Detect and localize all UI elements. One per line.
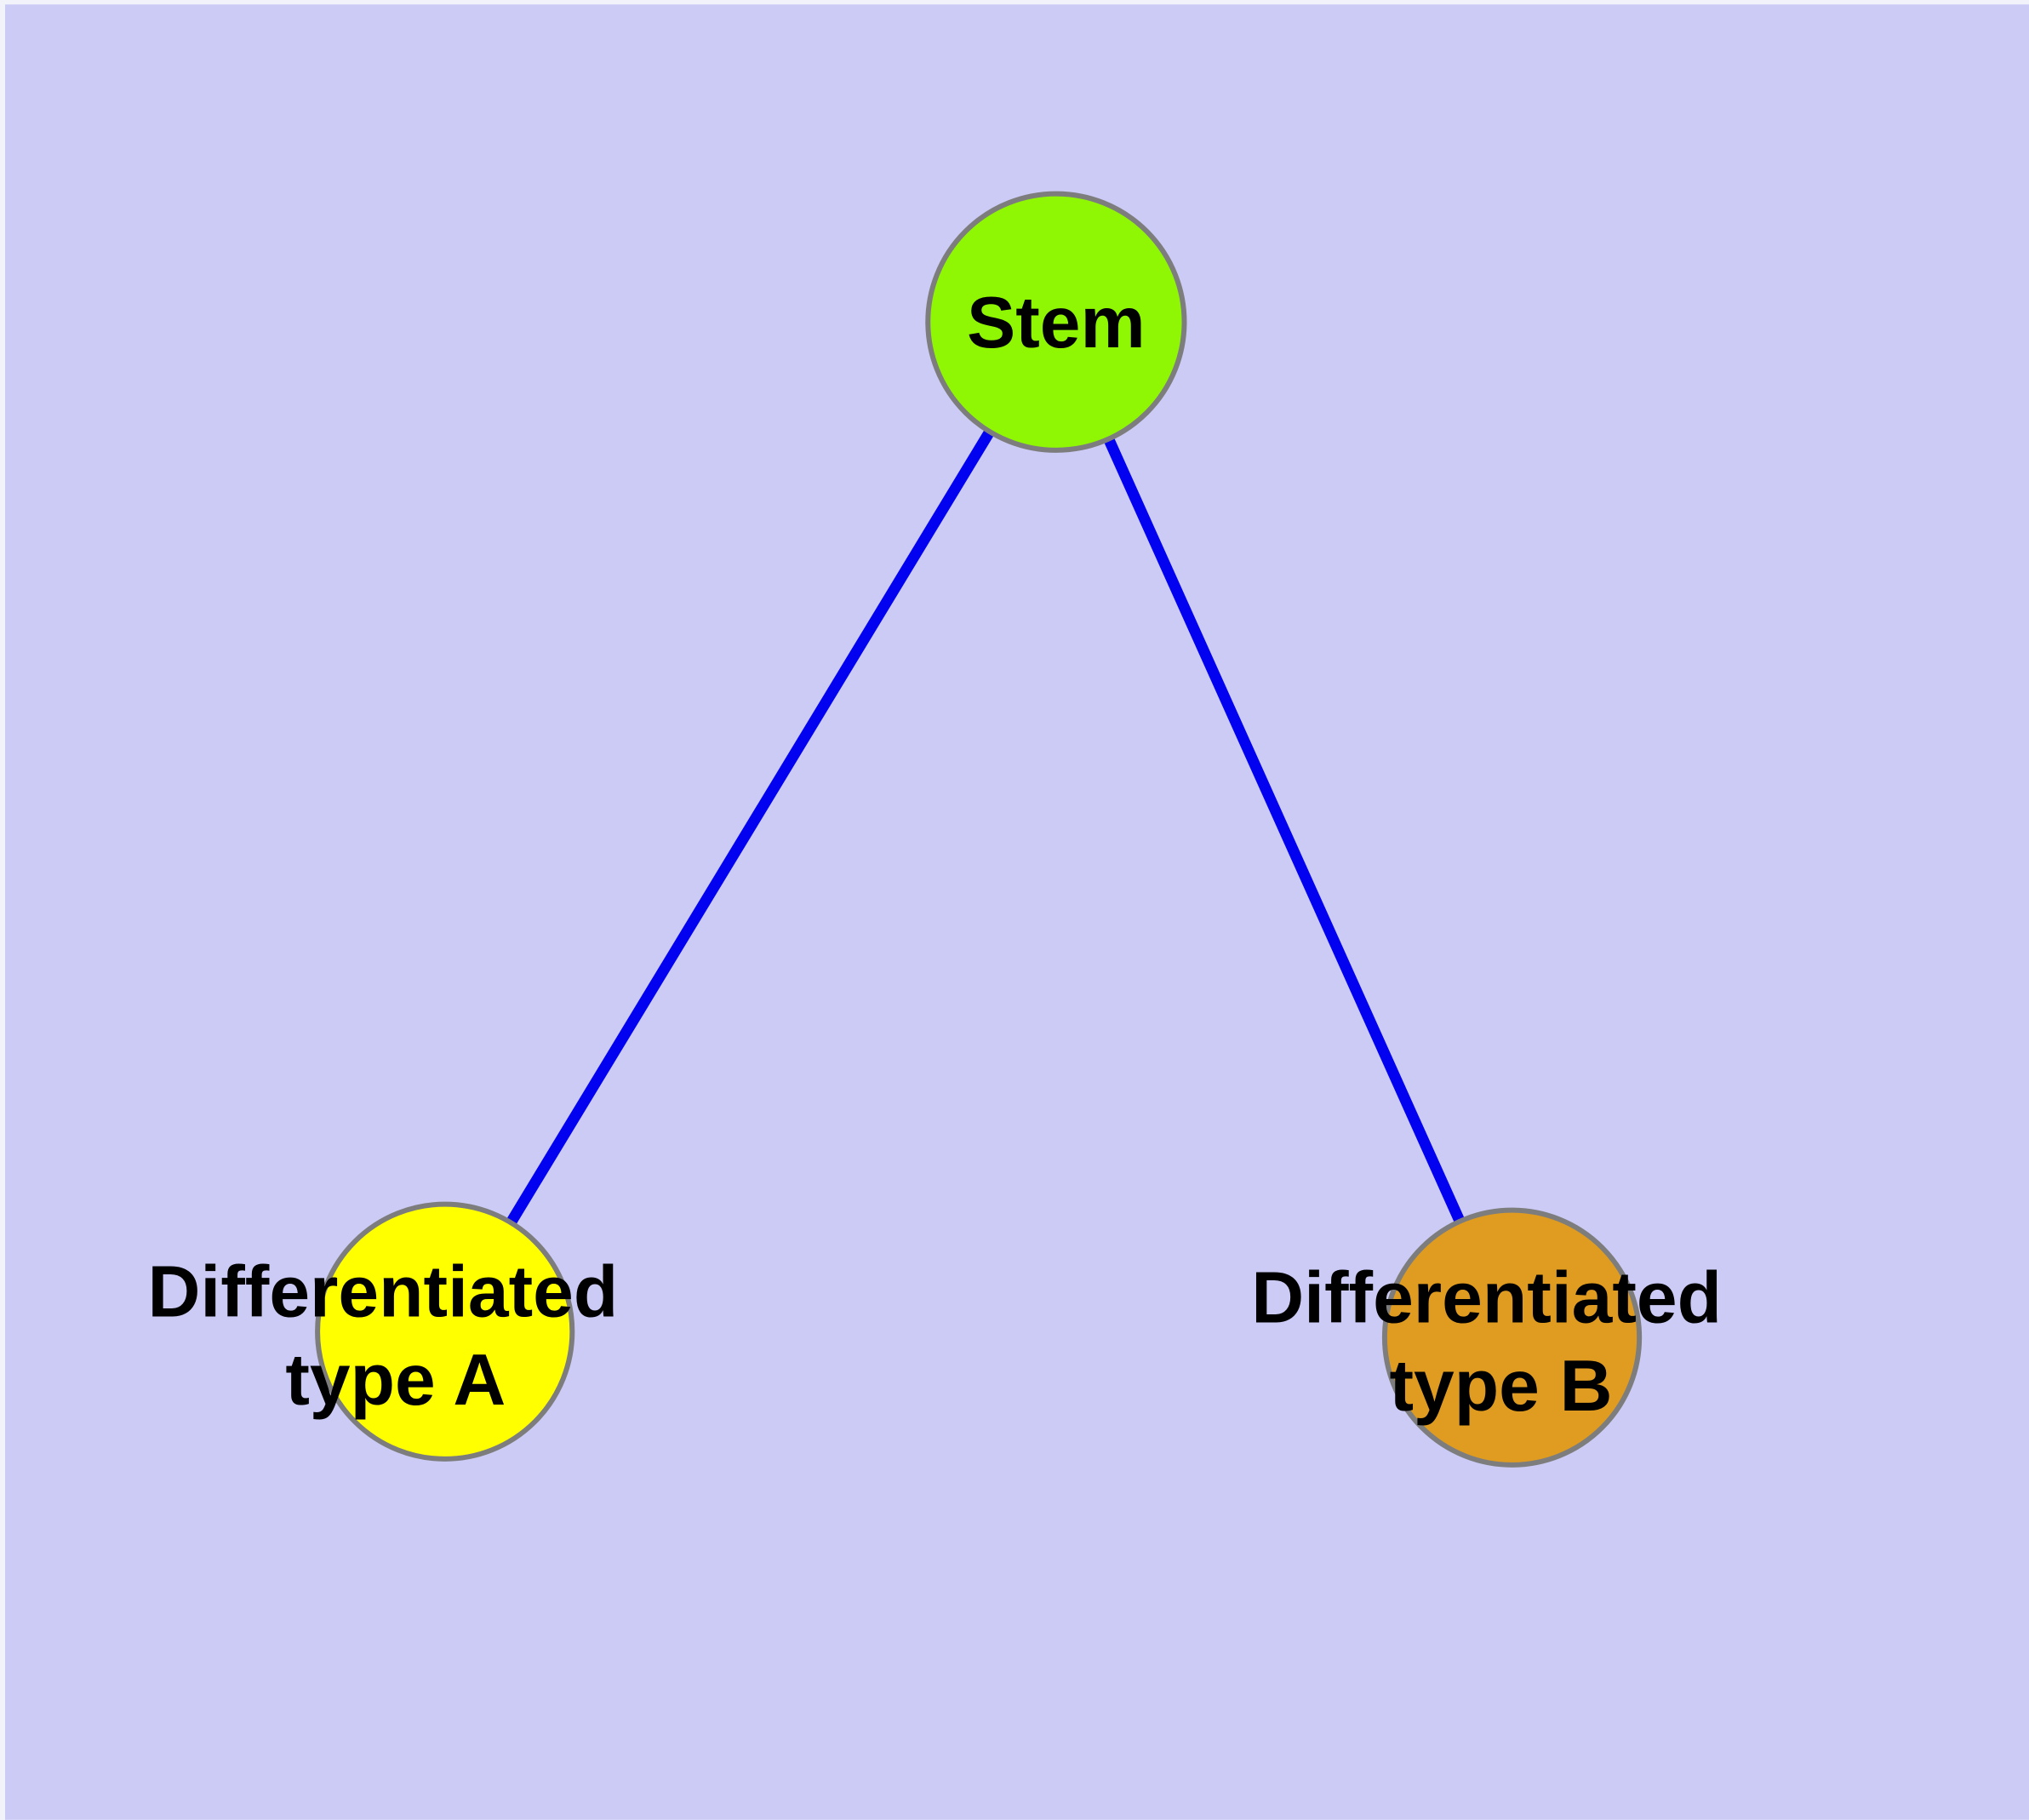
stem-differentiation-diagram: Stem Differentiated type A Differentiate… bbox=[5, 4, 2029, 1820]
node-type-a bbox=[315, 1201, 575, 1462]
edge-stem-to-type-a bbox=[440, 318, 1061, 1335]
node-type-b bbox=[1381, 1207, 1643, 1468]
node-type-b-label-line1: Differentiated bbox=[1251, 1256, 1722, 1338]
node-stem bbox=[925, 191, 1187, 453]
node-type-a-label-line1: Differentiated bbox=[147, 1251, 618, 1332]
node-stem-label: Stem bbox=[967, 282, 1146, 363]
node-type-b-label-line2: type B bbox=[1390, 1345, 1613, 1427]
node-type-a-label-line2: type A bbox=[285, 1339, 506, 1421]
edge-stem-to-type-b bbox=[1050, 319, 1517, 1340]
